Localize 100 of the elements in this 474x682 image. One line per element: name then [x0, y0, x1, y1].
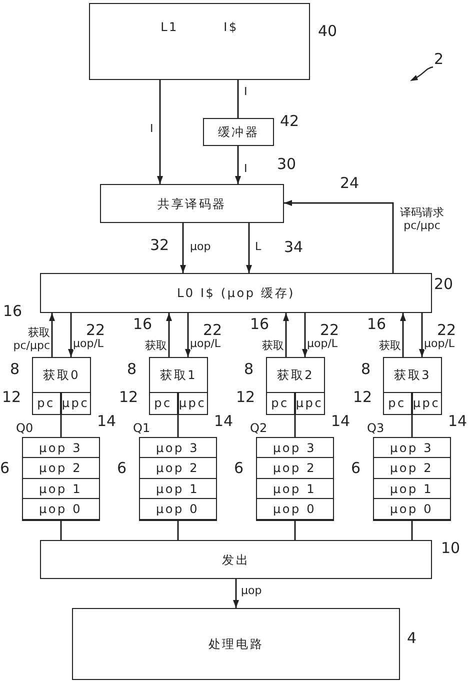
- node-label: 获取1: [160, 367, 198, 384]
- buffer-box: [203, 118, 274, 146]
- arrow: [283, 313, 289, 357]
- node-label: 发出: [222, 552, 250, 568]
- reference-number: 22: [203, 320, 222, 339]
- node-label: μop 3: [390, 440, 434, 456]
- edge-label: I: [150, 122, 154, 135]
- node-label: L1: [160, 18, 178, 36]
- node-label: pc: [154, 395, 172, 412]
- fetch-unit-box: [32, 357, 91, 415]
- reference-number: 14: [214, 411, 234, 432]
- reference-number: 16: [367, 314, 386, 335]
- register-box: [32, 392, 60, 414]
- queue-heading: Q0: [16, 420, 34, 437]
- node-label: μpc: [62, 395, 90, 412]
- register-box: [178, 392, 208, 414]
- arrow: [400, 313, 406, 357]
- arrow: [49, 313, 55, 357]
- node-label: μop 1: [38, 480, 82, 498]
- queue-entry: [256, 498, 334, 520]
- reference-number: 42: [280, 111, 300, 132]
- fetch-unit-box: [383, 357, 442, 415]
- node-label: μop 3: [38, 440, 82, 456]
- reference-number: 8: [10, 359, 20, 380]
- queue-heading: Q1: [133, 420, 150, 437]
- edge-label: μop/L: [424, 337, 455, 350]
- node-label: μop 1: [390, 480, 434, 498]
- reference-number: 22: [320, 320, 340, 339]
- issue-box: [40, 540, 432, 579]
- node-label: pc: [271, 395, 289, 412]
- queue-box: [139, 437, 217, 520]
- cache-box: [89, 3, 310, 80]
- node-label: μop 3: [272, 440, 316, 456]
- reference-number: 16: [250, 314, 270, 335]
- register-box: [294, 392, 324, 414]
- node-label: 缓冲器: [218, 124, 260, 141]
- edge-label: L: [255, 240, 262, 253]
- register-box: [412, 392, 442, 414]
- queue-entry: [138, 498, 216, 520]
- node-label: μop 2: [38, 460, 82, 477]
- node-label: pc: [37, 395, 55, 412]
- reference-number: 40: [318, 21, 338, 42]
- node-label: L0 I$ (μop 缓存): [176, 285, 296, 302]
- register-box: [266, 392, 294, 414]
- queue-box: [22, 437, 100, 520]
- queue-heading: Q3: [367, 420, 384, 437]
- arrow: [68, 313, 74, 357]
- reference-number: 4: [407, 628, 417, 649]
- reference-number: 34: [284, 237, 304, 258]
- reference-number: 12: [2, 387, 22, 408]
- reference-number: 8: [127, 359, 137, 380]
- node-label: μop 0: [156, 501, 200, 518]
- node-label: μop 2: [272, 460, 316, 477]
- node-label: pc: [388, 395, 406, 412]
- reference-number: 20: [434, 274, 454, 295]
- node-label: μpc: [412, 395, 440, 412]
- node-label: μpc: [178, 395, 206, 412]
- arrow: [302, 313, 308, 357]
- reference-number: 24: [340, 173, 360, 194]
- processing-box: [72, 608, 400, 680]
- reference-number: 30: [277, 154, 296, 175]
- node-label: μop 0: [390, 501, 434, 518]
- node-label: μop 1: [156, 480, 200, 498]
- reference-number: 2: [434, 49, 444, 70]
- arrow: [233, 579, 239, 608]
- reference-number: 22: [86, 320, 106, 339]
- arrow: [235, 146, 241, 184]
- node-label: μop 3: [156, 440, 200, 456]
- node-label: I$: [224, 18, 238, 36]
- cache-box: [40, 273, 432, 313]
- reference-number: 10: [441, 538, 460, 559]
- node-label: μop 2: [390, 460, 434, 477]
- decoder-box: [100, 184, 284, 223]
- queue-box: [256, 437, 334, 520]
- reference-number: 12: [236, 387, 256, 408]
- reference-number: 6: [0, 458, 10, 479]
- edge-label: I: [244, 85, 248, 98]
- reference-number: 22: [437, 320, 456, 339]
- reference-number: 6: [234, 458, 244, 479]
- reference-number: 16: [133, 314, 152, 335]
- fetch-unit-box: [266, 357, 325, 415]
- reference-number: 14: [331, 411, 350, 432]
- node-label: μop 2: [156, 460, 200, 477]
- arrow: [185, 313, 191, 357]
- queue-heading: Q2: [250, 420, 268, 437]
- queue-entry: [372, 498, 450, 520]
- register-box: [382, 392, 412, 414]
- node-label: 处理电路: [208, 636, 264, 653]
- arrow: [180, 223, 186, 273]
- reference-number: 14: [448, 411, 468, 432]
- edge-label: μop/L: [190, 337, 221, 350]
- node-label: 获取3: [394, 367, 432, 384]
- arrow: [284, 200, 394, 273]
- arrow: [157, 80, 163, 184]
- reference-number: 32: [150, 235, 170, 256]
- queue-box: [373, 437, 451, 520]
- queue-entry: [22, 498, 100, 520]
- edge-label: μop/L: [73, 337, 104, 350]
- reference-number: 8: [244, 359, 254, 380]
- reference-number: 14: [97, 411, 116, 432]
